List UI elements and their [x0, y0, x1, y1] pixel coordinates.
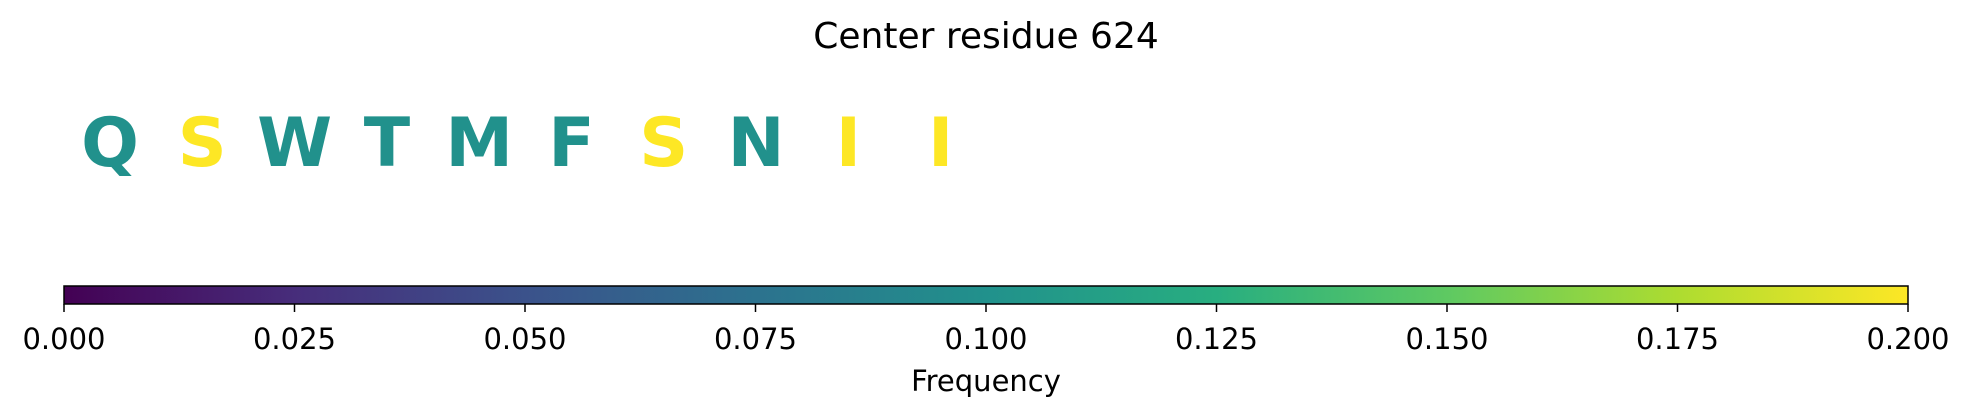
chart-title: Center residue 624	[813, 16, 1159, 57]
residue-letter: I	[928, 104, 953, 183]
residue-letter: T	[364, 104, 411, 183]
residue-letter: W	[257, 104, 332, 183]
colorbar-tick-label: 0.050	[483, 322, 566, 356]
colorbar-tick-label: 0.150	[1405, 322, 1488, 356]
colorbar-tick-label: 0.000	[22, 322, 105, 356]
residue-letter: M	[445, 104, 513, 183]
colorbar-tick-label: 0.125	[1175, 322, 1258, 356]
residue-letter: F	[548, 104, 594, 183]
colorbar	[63, 285, 1909, 305]
residue-letter: I	[836, 104, 861, 183]
colorbar-tick-label: 0.200	[1866, 322, 1949, 356]
colorbar-ticks: 0.000 0.025 0.050 0.075 0.100 0.125 0.150 0.175…	[22, 304, 1950, 356]
colorbar-tick-label: 0.025	[253, 322, 336, 356]
residue-letter: Q	[81, 104, 139, 183]
colorbar-tick-label: 0.100	[944, 322, 1027, 356]
colorbar-tick-label: 0.175	[1636, 322, 1719, 356]
residue-letter: S	[639, 104, 688, 183]
residue-letter: S	[178, 104, 227, 183]
colorbar-tick-label: 0.075	[714, 322, 797, 356]
residue-letter: N	[728, 104, 785, 183]
colorbar-label: Frequency	[911, 364, 1061, 398]
